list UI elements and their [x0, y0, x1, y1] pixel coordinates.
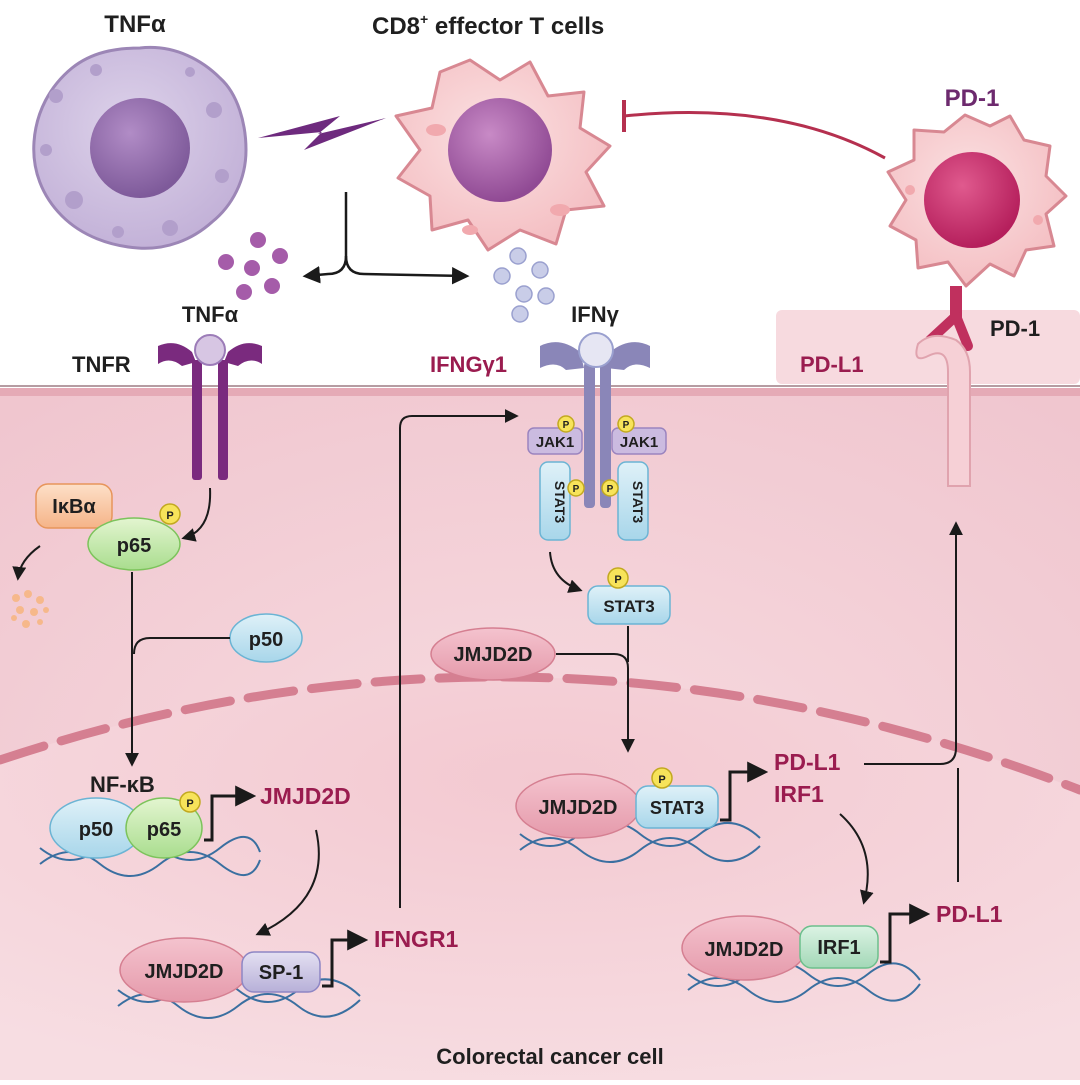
- svg-text:JAK1: JAK1: [536, 434, 574, 451]
- stat3-target-pdl1: PD-L1: [774, 749, 841, 775]
- stat3-right: [617, 461, 649, 541]
- phospho-stat3-left: [567, 479, 585, 497]
- cd8-cell-label: CD8+ effector T cells: [372, 11, 604, 40]
- jmjd2d-to-sp1-arrow: [255, 829, 320, 936]
- ikba-protein: [35, 483, 113, 529]
- svg-text:IκBα: IκBα: [52, 496, 96, 518]
- ifngr1-expression-arrow: [399, 409, 519, 908]
- pd1-inhibition-line: [623, 111, 886, 160]
- pd1-expressing-cell: [886, 113, 1068, 288]
- svg-text:P: P: [614, 574, 621, 586]
- jmjd2d-gene-label: JMJD2D: [260, 783, 351, 809]
- tnfr-label: TNFR: [72, 352, 131, 377]
- tnfa-molecules: [218, 232, 288, 300]
- svg-text:p65: p65: [117, 535, 151, 557]
- svg-text:P: P: [186, 798, 193, 810]
- jmjd2d-import-arrow: [556, 653, 635, 753]
- jmjd2d-cytoplasmic: [430, 627, 556, 681]
- svg-text:JAK1: JAK1: [620, 434, 658, 451]
- pd1-cell-label: PD-1: [945, 85, 1000, 112]
- svg-text:IRF1: IRF1: [817, 937, 860, 959]
- svg-text:p65: p65: [147, 819, 181, 841]
- tnfa-cell-label: TNFα: [104, 11, 166, 38]
- phospho-jak1-right: [617, 415, 635, 433]
- tnfr-receptor: [158, 334, 262, 480]
- cd8-effector-t-cell: [394, 58, 612, 252]
- svg-text:STAT3: STAT3: [650, 798, 704, 818]
- nfkb-p65: [125, 797, 203, 859]
- ifng-label: IFNγ: [571, 302, 619, 327]
- irf1-protein: [799, 925, 879, 969]
- ikba-degraded-fragments: [11, 590, 49, 628]
- sp1-protein: [241, 951, 321, 993]
- dna-stat3: [519, 821, 761, 863]
- nuclear-envelope: [0, 672, 1080, 795]
- p50-join-line: [133, 637, 230, 655]
- svg-text:SP-1: SP-1: [259, 962, 303, 984]
- svg-text:JMJD2D: JMJD2D: [705, 939, 784, 961]
- dna-irf1: [687, 961, 921, 1003]
- svg-text:P: P: [166, 510, 173, 522]
- ifngr-label: IFNGγ1: [430, 352, 507, 377]
- pd1-receptor-label: PD-1: [990, 316, 1040, 341]
- tnfa-bound-ligand: [194, 334, 226, 366]
- stat3-complex-protein: [635, 785, 719, 829]
- stat3-transcription-arrow: [720, 761, 769, 822]
- svg-text:p50: p50: [249, 629, 283, 651]
- ikba-degradation-arrow: [12, 545, 41, 581]
- nfkb-transcription-arrow: [204, 785, 257, 842]
- ifngr-receptor: [540, 332, 650, 508]
- stat3-left: [539, 461, 571, 541]
- irf1-transcription-arrow: [880, 903, 931, 964]
- sp1-transcription-arrow: [322, 929, 369, 988]
- phospho-stat3-free: [607, 567, 629, 589]
- phospho-stat3-right: [601, 479, 619, 497]
- stat3-target-irf1: IRF1: [774, 781, 824, 807]
- tnfr-to-p65-arrow: [181, 487, 212, 542]
- svg-text:P: P: [623, 420, 630, 431]
- cell-type-label: Colorectal cancer cell: [436, 1044, 663, 1069]
- pdl1-ligand: [915, 334, 971, 487]
- stat3-release-arrow: [549, 551, 583, 593]
- jak1-right: [611, 427, 667, 455]
- activation-bolt-icon: [258, 116, 386, 150]
- jak1-left: [527, 427, 583, 455]
- cd8-cell-nucleus: [448, 98, 552, 202]
- tnf-cell-nucleus: [90, 98, 190, 198]
- phospho-p65: [159, 503, 181, 525]
- ifng-molecules: [493, 247, 555, 323]
- nfkb-label: NF-κB: [90, 772, 155, 797]
- svg-text:p50: p50: [79, 819, 113, 841]
- p65-protein: [87, 517, 181, 571]
- svg-text:JMJD2D: JMJD2D: [454, 644, 533, 666]
- pdl1-surface-label: PD-L1: [800, 352, 864, 377]
- svg-text:JMJD2D: JMJD2D: [539, 797, 618, 819]
- secretion-arrow-ifng: [344, 255, 470, 285]
- svg-text:JMJD2D: JMJD2D: [145, 961, 224, 983]
- pdl1-expression-arrow-1: [864, 521, 963, 765]
- phospho-stat3-complex: [651, 767, 673, 789]
- irf1-target-pdl1: PD-L1: [936, 901, 1003, 927]
- svg-text:P: P: [573, 484, 580, 495]
- irf1-to-complex-arrow: [839, 813, 874, 905]
- ifng-bound-ligand: [578, 332, 614, 368]
- svg-text:STAT3: STAT3: [630, 481, 646, 523]
- phospho-jak1-left: [557, 415, 575, 433]
- svg-text:P: P: [658, 774, 665, 786]
- stat3-phosphorylated: [587, 585, 671, 625]
- ifngr1-gene-label: IFNGR1: [374, 926, 459, 952]
- plasma-membrane: [0, 388, 1080, 396]
- pd1-cell-nucleus: [924, 152, 1020, 248]
- phospho-nfkb-p65: [179, 791, 201, 813]
- svg-text:STAT3: STAT3: [552, 481, 568, 523]
- svg-text:STAT3: STAT3: [603, 597, 654, 616]
- tnfa-secreting-cell: [32, 45, 248, 250]
- svg-text:P: P: [563, 420, 570, 431]
- tnfa-ligand-label: TNFα: [182, 302, 239, 327]
- secretion-arrow-tnfa: [302, 192, 348, 284]
- svg-text:P: P: [607, 484, 614, 495]
